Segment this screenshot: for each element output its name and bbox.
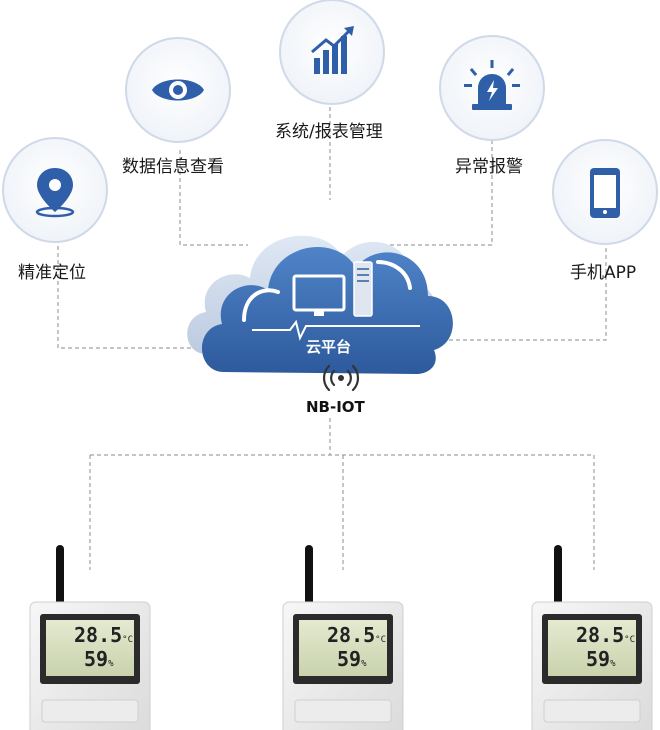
device-3-display: 28.5°C 59% (576, 623, 636, 671)
feature-system[interactable] (279, 0, 385, 105)
bar-chart-trend-icon (311, 26, 354, 74)
feature-location[interactable] (2, 137, 108, 243)
connector-app (440, 220, 607, 341)
smartphone-icon (590, 168, 620, 218)
feature-alarm[interactable] (439, 35, 545, 141)
device-connectors (89, 418, 595, 570)
device-1-humidity: 59 (84, 647, 109, 671)
feature-app[interactable] (552, 139, 658, 245)
cloud-icon (187, 235, 453, 374)
location-pin-icon (35, 168, 75, 218)
device-3-humidity: 59 (586, 647, 611, 671)
device-3-temperature: 28.5 (576, 623, 625, 647)
feature-data-view[interactable] (125, 37, 231, 143)
label-system: 系统/报表管理 (275, 122, 383, 142)
label-data-view: 数据信息查看 (122, 157, 224, 177)
label-app: 手机APP (570, 263, 637, 283)
sensor-device-1 (29, 545, 151, 730)
connector-location (57, 218, 205, 349)
connector-data-view (179, 150, 248, 246)
device-2-display: 28.5°C 59% (327, 623, 387, 671)
label-location: 精准定位 (18, 263, 86, 283)
device-2-temperature: 28.5 (327, 623, 376, 647)
device-2-humidity: 59 (337, 647, 362, 671)
sensor-device-3 (531, 545, 653, 730)
network-label: NB-IOT (306, 398, 365, 416)
cloud-label: 云平台 (306, 338, 352, 356)
feature-connectors (57, 100, 607, 349)
sensor-device-2 (282, 545, 404, 730)
label-alarm: 异常报警 (455, 157, 523, 177)
eye-icon (152, 79, 204, 101)
wireless-signal-icon (322, 364, 360, 392)
device-1-display: 28.5°C 59% (74, 623, 134, 671)
alarm-siren-icon (464, 60, 520, 110)
connector-alarm (388, 112, 493, 246)
device-1-temperature: 28.5 (74, 623, 123, 647)
